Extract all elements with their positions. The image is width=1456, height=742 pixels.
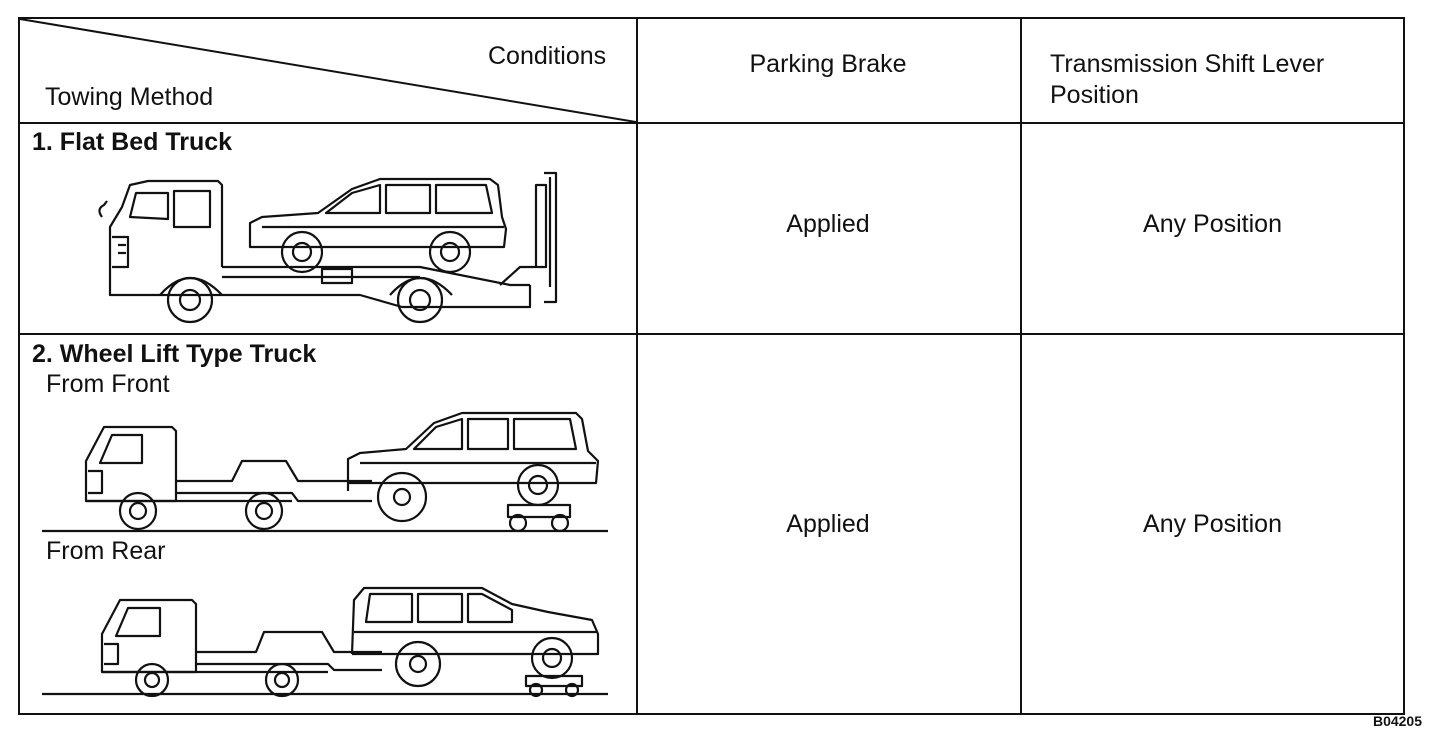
wheel-lift-front-illustration (42, 411, 608, 533)
figure-code: B04205 (1372, 713, 1422, 729)
parking-brake-header: Parking Brake (749, 50, 907, 78)
flatbed-truck-illustration (98, 171, 558, 324)
header-diagonal (19, 18, 637, 123)
row1-transmission: Any Position (1143, 210, 1282, 238)
towing-table: Conditions Towing Method Parking Brake T… (18, 17, 1405, 715)
row-title-wheel-lift: 2. Wheel Lift Type Truck (32, 340, 317, 368)
conditions-label: Conditions (488, 42, 607, 70)
row-divider (20, 122, 1403, 124)
row1-parking-brake: Applied (786, 210, 870, 238)
transmission-header-line2: Position (1050, 81, 1139, 109)
towing-method-label: Towing Method (45, 83, 214, 111)
from-front-label: From Front (46, 370, 170, 398)
column-divider (1020, 19, 1022, 713)
row-title-flat-bed: 1. Flat Bed Truck (32, 128, 233, 156)
transmission-header-line1: Transmission Shift Lever (1050, 50, 1325, 78)
row2-parking-brake: Applied (786, 510, 870, 538)
row-divider (20, 333, 1403, 335)
row2-transmission: Any Position (1143, 510, 1282, 538)
wheel-lift-rear-illustration (42, 586, 608, 698)
from-rear-label: From Rear (46, 537, 166, 565)
column-divider (636, 19, 638, 713)
